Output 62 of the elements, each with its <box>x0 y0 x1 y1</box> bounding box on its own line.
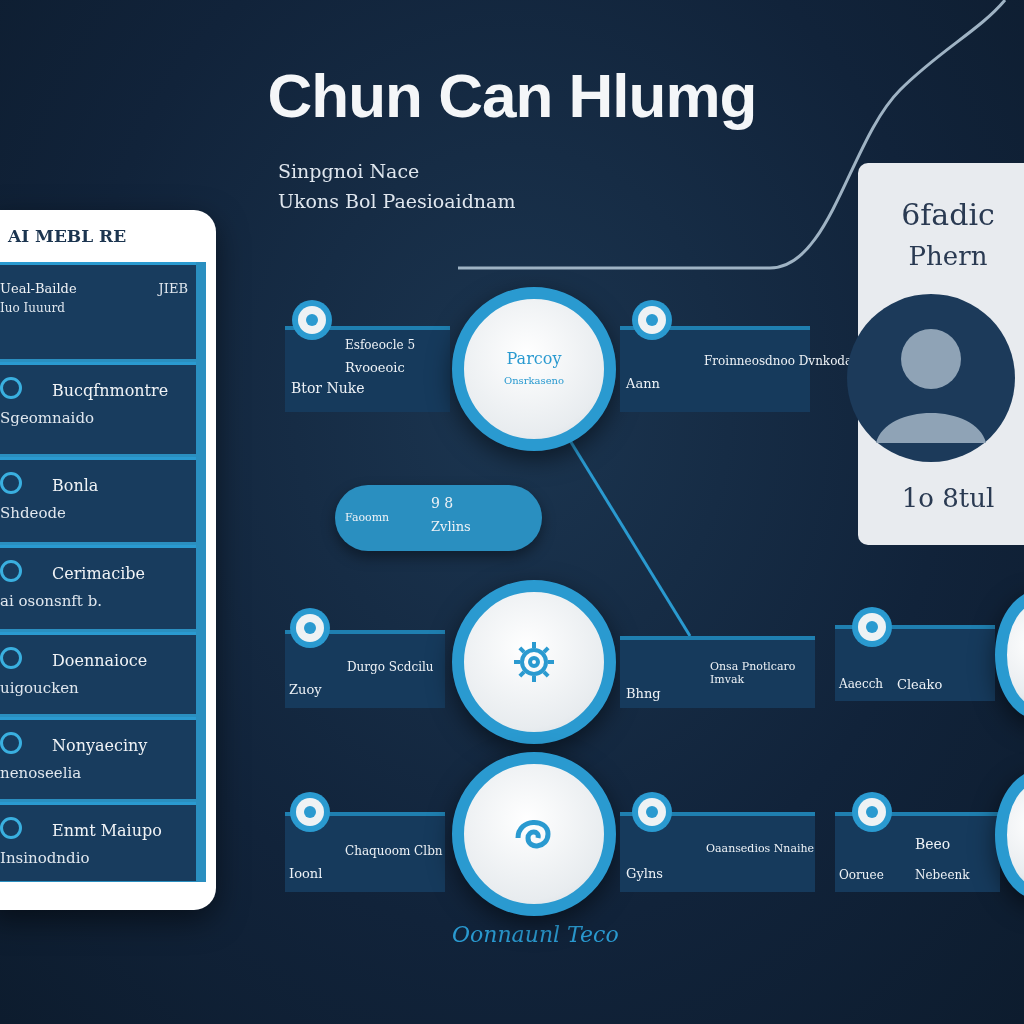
pill-text: 9 8 <box>431 495 454 511</box>
info-band <box>285 326 450 412</box>
circle-title: Parcoy <box>505 349 563 368</box>
band-text: Gylns <box>626 866 663 881</box>
band-text: Bhng <box>626 686 661 701</box>
info-band <box>835 625 995 701</box>
row-title: Bonla <box>52 476 99 495</box>
connector-line <box>569 441 692 637</box>
list-row <box>0 802 196 881</box>
band-text: Ioonl <box>289 866 323 881</box>
row-title: Cerimacibe <box>52 564 145 583</box>
row-subtitle: Iuo Iuuurd <box>0 301 65 315</box>
subtitle-text: Ukons Bol Paesioaidnam <box>278 190 516 212</box>
pill-text: Faoomn <box>345 511 390 524</box>
row-subtitle: nenoseelia <box>0 764 82 782</box>
row-subtitle: Shdeode <box>0 504 66 522</box>
band-text: Rvooeoic <box>345 360 405 375</box>
band-text: Oaansedios Nnaihe <box>706 842 816 855</box>
pill-text: Zvlins <box>431 519 471 534</box>
band-text: Zuoy <box>289 682 322 697</box>
circle-text: Onsrkaseno <box>502 375 566 386</box>
list-row <box>0 457 196 542</box>
list-row <box>0 632 196 714</box>
subtitle-text: Sinpgnoi Nace <box>278 160 420 182</box>
row-subtitle: Insinodndio <box>0 849 90 867</box>
band-text: Cleako <box>897 677 943 692</box>
list-row <box>0 717 196 799</box>
row-subtitle: ai osonsnft b. <box>0 592 102 610</box>
band-text: Nebeenk <box>915 868 970 882</box>
row-title: Ueal-Bailde <box>0 281 77 296</box>
row-title: Nonyaeciny <box>52 736 148 755</box>
row-title: Bucqfnmontre <box>52 381 169 400</box>
info-band <box>620 636 815 708</box>
list-row <box>0 545 196 629</box>
band-text: Durgo Scdcilu <box>347 660 434 674</box>
row-title: Doennaioce <box>52 651 148 670</box>
list-row <box>0 262 196 359</box>
band-text: Chaquoom Clbn <box>345 844 443 858</box>
band-text: Esfoeocle 5 <box>345 338 416 352</box>
band-text: Aaecch <box>839 677 884 691</box>
card-title: 6fadic <box>900 197 996 232</box>
title: Chun Can Hlumg <box>266 60 758 131</box>
caption-text: Oonnaunl Teco <box>452 922 619 947</box>
pill-button <box>335 485 542 551</box>
info-band <box>285 630 445 708</box>
row-subtitle: uigoucken <box>0 679 79 697</box>
band-text: Beeo <box>915 836 951 852</box>
row-title: Enmt Maiupo <box>52 821 162 840</box>
info-band <box>835 812 1000 892</box>
row-subtitle: Sgeomnaido <box>0 409 95 427</box>
band-text: Aann <box>626 376 660 391</box>
band-text: Onsa Pnotlcaro Imvak <box>710 660 797 686</box>
row-value: JIEB <box>158 281 188 296</box>
info-band <box>285 812 445 892</box>
info-band <box>620 812 815 892</box>
card-caption: 1o 8tul <box>900 483 996 513</box>
band-text: Btor Nuke <box>291 380 365 396</box>
phone-panel <box>0 210 216 910</box>
phone-header: AI MEBL RE <box>8 226 127 246</box>
list-row <box>0 362 196 454</box>
band-text: Ooruee <box>839 868 884 882</box>
card-subtitle: Phern <box>907 241 989 271</box>
